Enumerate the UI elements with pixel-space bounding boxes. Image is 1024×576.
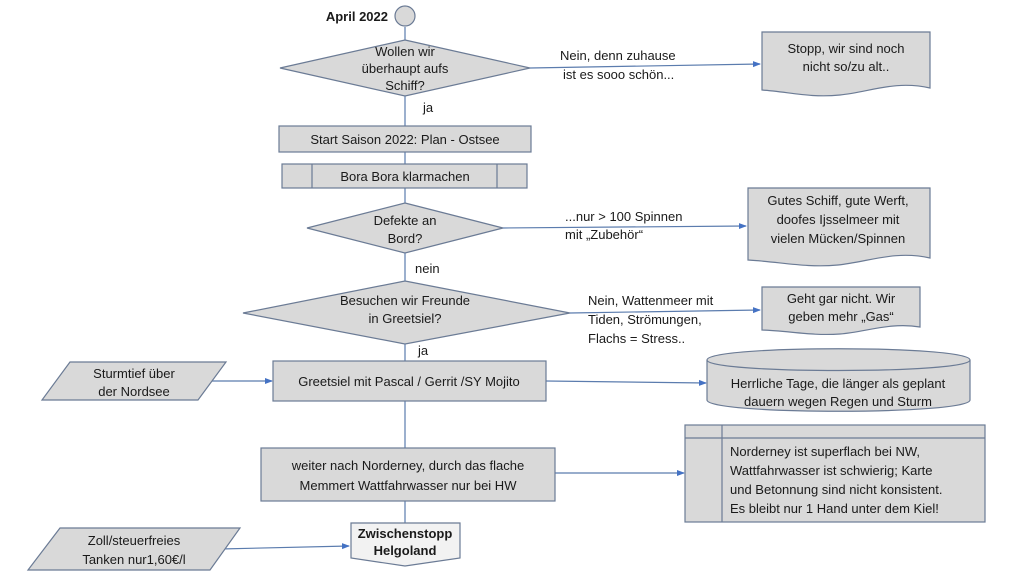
decision-friends[interactable]: Besuchen wir Freunde in Greetsiel? [242, 280, 571, 345]
edge-label-ship-yes: ja [422, 100, 434, 115]
document-text-line: Stopp, wir sind noch [787, 41, 904, 56]
document-good-ship[interactable]: Gutes Schiff, gute Werft, doofes Ijsselm… [747, 187, 931, 267]
off-page-connector-helgoland[interactable]: Zwischenstopp Helgoland [350, 522, 461, 567]
edge-label-defects-yes-line: ...nur > 100 Spinnen [565, 209, 682, 224]
internal-storage-box [684, 424, 986, 523]
internal-storage-norderney-note[interactable]: Norderney ist superflach bei NW, Wattfah… [684, 424, 986, 523]
decision-text-line: Defekte an [374, 213, 437, 228]
input-text-line: Sturmtief über [93, 366, 175, 381]
input-parallelogram [40, 361, 228, 401]
process-greetsiel[interactable]: Greetsiel mit Pascal / Gerrit /SY Mojito [272, 360, 547, 402]
document-no-way[interactable]: Geht gar nicht. Wir geben mehr „Gas“ [761, 286, 921, 336]
process-box [260, 447, 556, 502]
decision-text-line: Schiff? [385, 78, 425, 93]
decision-diamond [306, 202, 504, 254]
cylinder-text-line: dauern wegen Regen und Sturm [744, 394, 932, 409]
document-shape [761, 31, 931, 97]
edge-label-friends-no-line: Nein, Wattenmeer mit [588, 293, 714, 308]
connector-q3-to-no-way [569, 307, 761, 314]
process-text-line: Memmert Wattfahrwasser nur bei HW [300, 478, 518, 493]
edge-label-friends-yes: ja [417, 343, 429, 358]
connectors [212, 27, 761, 550]
cylinder-top-rim [706, 359, 971, 372]
edge-label-defects-yes-line: mit „Zubehör“ [565, 227, 643, 242]
process-text: Bora Bora klarmachen [340, 169, 469, 184]
document-shape [747, 187, 931, 267]
edge-label-ship-no-line: ist es sooo schön... [563, 67, 674, 82]
decision-text-line: Bord? [388, 231, 423, 246]
connector-fuel-to-helgoland [219, 543, 350, 550]
decision-ship[interactable]: Wollen wir überhaupt aufs Schiff? [279, 39, 531, 97]
document-text-line: vielen Mücken/Spinnen [771, 231, 905, 246]
process-box [272, 360, 547, 402]
document-shape [761, 286, 921, 336]
edge-label-friends-no-line: Flachs = Stress.. [588, 331, 685, 346]
off-page-text-line: Zwischenstopp [358, 526, 453, 541]
process-text-line: weiter nach Norderney, durch das flache [291, 458, 524, 473]
decision-text-line: überhaupt aufs [362, 61, 449, 76]
note-text-line: Wattfahrwasser ist schwierig; Karte [730, 463, 933, 478]
note-text-line: Norderney ist superflach bei NW, [730, 444, 920, 459]
process-text: Start Saison 2022: Plan - Ostsee [310, 132, 499, 147]
connector-q2-to-good-ship [502, 223, 747, 230]
cylinder-text-line: Herrliche Tage, die länger als geplant [731, 376, 946, 391]
note-text-line: Es bleibt nur 1 Hand unter dem Kiel! [730, 501, 939, 516]
decision-text-line: in Greetsiel? [369, 311, 442, 326]
document-stop-old[interactable]: Stopp, wir sind noch nicht so/zu alt.. [761, 31, 931, 97]
note-text-line: und Betonnung sind nicht konsistent. [730, 482, 942, 497]
decision-text-line: Wollen wir [375, 44, 435, 59]
decision-diamond [279, 39, 531, 97]
document-text-line: geben mehr „Gas“ [788, 309, 894, 324]
start-circle [394, 5, 416, 27]
process-norderney[interactable]: weiter nach Norderney, durch das flache … [260, 447, 556, 502]
document-text-line: doofes Ijsselmeer mit [777, 212, 900, 227]
input-text-line: der Nordsee [98, 384, 170, 399]
decision-diamond [242, 280, 571, 345]
off-page-connector-shape [350, 522, 461, 567]
connector-greetsiel-to-lovely-days [545, 379, 707, 386]
process-text: Greetsiel mit Pascal / Gerrit /SY Mojito [298, 374, 520, 389]
connector-q1-to-stop [529, 61, 761, 69]
predefined-process-box [281, 163, 528, 189]
input-storm[interactable]: Sturmtief über der Nordsee [40, 361, 228, 401]
input-fuel[interactable]: Zoll/steuerfreies Tanken nur1,60€/l [26, 527, 242, 571]
off-page-text-line: Helgoland [374, 543, 437, 558]
document-text-line: Geht gar nicht. Wir [787, 291, 896, 306]
edge-label-defects-no: nein [415, 261, 440, 276]
edge-label-ship-no-line: Nein, denn zuhause [560, 48, 676, 63]
document-text-line: Gutes Schiff, gute Werft, [767, 193, 908, 208]
predefined-process-prepare-boat[interactable]: Bora Bora klarmachen [281, 163, 528, 189]
start-node[interactable]: April 2022 [326, 5, 416, 27]
input-text-line: Tanken nur1,60€/l [82, 552, 185, 567]
stored-data-lovely-days[interactable]: Herrliche Tage, die länger als geplant d… [706, 348, 971, 412]
edge-label-friends-no-line: Tiden, Strömungen, [588, 312, 702, 327]
process-box [278, 125, 532, 153]
document-text-line: nicht so/zu alt.. [803, 59, 890, 74]
process-start-season[interactable]: Start Saison 2022: Plan - Ostsee [278, 125, 532, 153]
decision-defects[interactable]: Defekte an Bord? [306, 202, 504, 254]
cylinder-body [706, 348, 971, 412]
input-parallelogram [26, 527, 242, 571]
start-label: April 2022 [326, 9, 388, 24]
decision-text-line: Besuchen wir Freunde [340, 293, 470, 308]
input-text-line: Zoll/steuerfreies [88, 533, 181, 548]
